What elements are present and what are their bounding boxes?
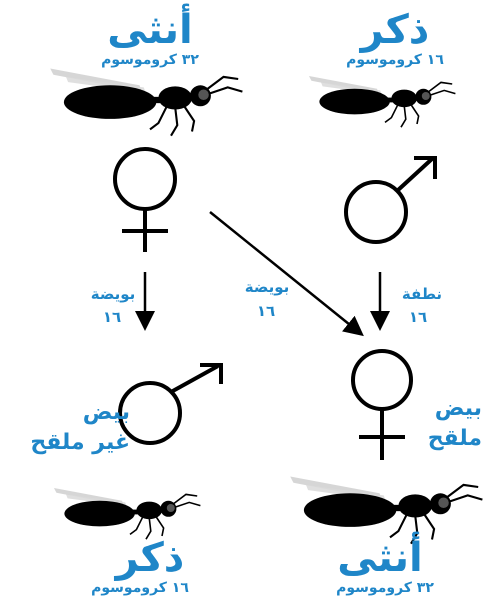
fertilized-egg-line1: بيض — [410, 394, 482, 424]
wasp-icon — [290, 477, 482, 544]
wasp-icon — [50, 69, 242, 136]
cross-egg-count: ١٦ — [246, 300, 286, 322]
cross-egg-label: بويضة — [232, 276, 302, 298]
top-male-title: ذكر — [345, 8, 445, 52]
unfertilized-egg-line2: غير ملقح — [5, 428, 130, 458]
bottom-male-chromosomes: ١٦ كروموسوم — [70, 580, 210, 596]
male-symbol-icon — [120, 365, 221, 443]
bottom-male-title: ذكر — [100, 536, 200, 580]
top-male-chromosomes: ١٦ كروموسوم — [330, 52, 460, 68]
fertilized-egg-line2: ملقح — [400, 424, 482, 454]
wasp-icon — [54, 488, 200, 539]
bottom-female-chromosomes: ٣٢ كروموسوم — [315, 580, 455, 596]
left-egg-label: بويضة — [78, 283, 148, 305]
wasp-icon — [309, 76, 455, 127]
sperm-label: نطفة — [392, 283, 452, 305]
bottom-female-title: أنثى — [330, 536, 430, 580]
female-symbol-icon — [115, 149, 175, 252]
male-symbol-icon — [346, 158, 435, 242]
sperm-count: ١٦ — [398, 306, 438, 328]
top-female-title: أنثى — [100, 8, 200, 52]
top-female-chromosomes: ٣٢ كروموسوم — [85, 52, 215, 68]
unfertilized-egg-line1: بيض — [20, 398, 130, 428]
left-egg-count: ١٦ — [92, 306, 132, 328]
